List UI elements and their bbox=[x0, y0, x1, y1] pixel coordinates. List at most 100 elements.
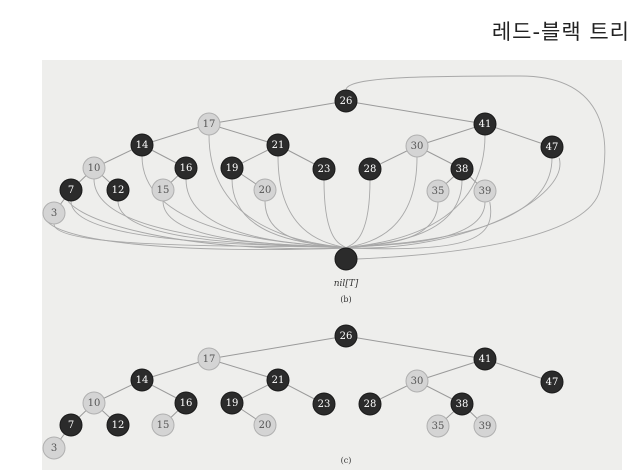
node-label: 12 bbox=[112, 420, 125, 431]
node-21-b: 21 bbox=[266, 133, 290, 157]
node-label: 47 bbox=[546, 142, 559, 153]
node-label: 20 bbox=[259, 420, 272, 431]
node-circle bbox=[106, 413, 130, 437]
node-41-c: 41 bbox=[473, 347, 497, 371]
node-circle bbox=[151, 178, 175, 202]
edge-17-21-b bbox=[208, 123, 279, 146]
node-label: 38 bbox=[456, 164, 469, 175]
sentinel-edge-39 bbox=[345, 201, 486, 249]
node-28-b: 28 bbox=[358, 157, 382, 181]
node-circle bbox=[42, 436, 66, 460]
node-label: 3 bbox=[51, 208, 57, 219]
node-3-c: 3 bbox=[42, 436, 66, 460]
node-circle bbox=[197, 347, 221, 371]
sentinel-nil-node bbox=[334, 247, 358, 271]
node-label: 47 bbox=[546, 377, 559, 388]
edge-26-41-c bbox=[345, 335, 486, 360]
node-circle bbox=[174, 156, 198, 180]
edge-41-47-c bbox=[484, 358, 553, 383]
node-label: 21 bbox=[272, 140, 285, 151]
node-label: 17 bbox=[203, 119, 216, 130]
sentinel-edge-12 bbox=[117, 200, 347, 249]
node-47-b: 47 bbox=[540, 135, 564, 159]
node-label: 39 bbox=[479, 421, 492, 432]
sentinel-edge-21 bbox=[277, 155, 347, 249]
node-circle bbox=[312, 157, 336, 181]
node-3-b: 3 bbox=[42, 201, 66, 225]
node-label: 15 bbox=[157, 185, 170, 196]
node-circle bbox=[266, 368, 290, 392]
node-23-c: 23 bbox=[312, 392, 336, 416]
sentinel-edge-30 bbox=[345, 156, 418, 249]
node-circle bbox=[151, 413, 175, 437]
node-label: 23 bbox=[318, 164, 331, 175]
sentinel-edge-23 bbox=[323, 179, 347, 249]
node-label: 12 bbox=[112, 185, 125, 196]
node-39-c: 39 bbox=[473, 414, 497, 438]
node-19-c: 19 bbox=[220, 391, 244, 415]
node-circle bbox=[59, 413, 83, 437]
node-circle bbox=[358, 157, 382, 181]
node-circle bbox=[540, 370, 564, 394]
sentinel-edge-wide-7 bbox=[64, 189, 347, 250]
node-circle bbox=[82, 391, 106, 415]
sentinel-edge-20 bbox=[264, 200, 347, 249]
node-label: 30 bbox=[411, 141, 424, 152]
sentinel-edge-28 bbox=[345, 179, 371, 249]
node-23-b: 23 bbox=[312, 157, 336, 181]
node-circle bbox=[450, 392, 474, 416]
node-label: 10 bbox=[88, 398, 101, 409]
node-14-b: 14 bbox=[130, 133, 154, 157]
node-15-c: 15 bbox=[151, 413, 175, 437]
node-7-c: 7 bbox=[59, 413, 83, 437]
node-30-b: 30 bbox=[405, 134, 429, 158]
node-circle bbox=[334, 89, 358, 113]
edge-17-14-b bbox=[141, 123, 210, 146]
edge-26-17-b bbox=[208, 100, 347, 125]
node-label: 26 bbox=[340, 96, 353, 107]
node-label: 7 bbox=[68, 185, 74, 196]
caption-c: (c) bbox=[341, 456, 352, 465]
node-circle bbox=[253, 413, 277, 437]
node-circle bbox=[59, 178, 83, 202]
node-label: 10 bbox=[88, 163, 101, 174]
node-label: 35 bbox=[432, 421, 445, 432]
node-circle bbox=[42, 201, 66, 225]
node-19-b: 19 bbox=[220, 156, 244, 180]
node-20-b: 20 bbox=[253, 178, 277, 202]
sentinel-label: nil[T] bbox=[334, 279, 359, 289]
node-circle bbox=[334, 324, 358, 348]
node-label: 17 bbox=[203, 354, 216, 365]
node-label: 14 bbox=[136, 375, 149, 386]
node-41-b: 41 bbox=[473, 112, 497, 136]
node-17-b: 17 bbox=[197, 112, 221, 136]
node-17-c: 17 bbox=[197, 347, 221, 371]
node-30-c: 30 bbox=[405, 369, 429, 393]
node-15-b: 15 bbox=[151, 178, 175, 202]
node-label: 38 bbox=[456, 399, 469, 410]
node-label: 28 bbox=[364, 164, 377, 175]
sentinel-edge-15 bbox=[162, 200, 347, 249]
node-circle bbox=[130, 133, 154, 157]
node-label: 30 bbox=[411, 376, 424, 387]
node-38-c: 38 bbox=[450, 392, 474, 416]
node-12-b: 12 bbox=[106, 178, 130, 202]
edge-41-47-b bbox=[484, 123, 553, 148]
node-label: 19 bbox=[226, 398, 239, 409]
node-35-b: 35 bbox=[426, 179, 450, 203]
node-7-b: 7 bbox=[59, 178, 83, 202]
node-circle bbox=[405, 369, 429, 393]
node-20-c: 20 bbox=[253, 413, 277, 437]
node-circle bbox=[426, 414, 450, 438]
sentinel-edge-root-parent bbox=[345, 75, 606, 260]
node-35-c: 35 bbox=[426, 414, 450, 438]
node-label: 14 bbox=[136, 140, 149, 151]
sentinel-edge-10 bbox=[93, 178, 347, 249]
node-circle bbox=[266, 133, 290, 157]
node-label: 28 bbox=[364, 399, 377, 410]
node-circle bbox=[426, 179, 450, 203]
sentinel-edge-wide-39 bbox=[345, 201, 492, 250]
node-14-c: 14 bbox=[130, 368, 154, 392]
node-circle bbox=[253, 178, 277, 202]
